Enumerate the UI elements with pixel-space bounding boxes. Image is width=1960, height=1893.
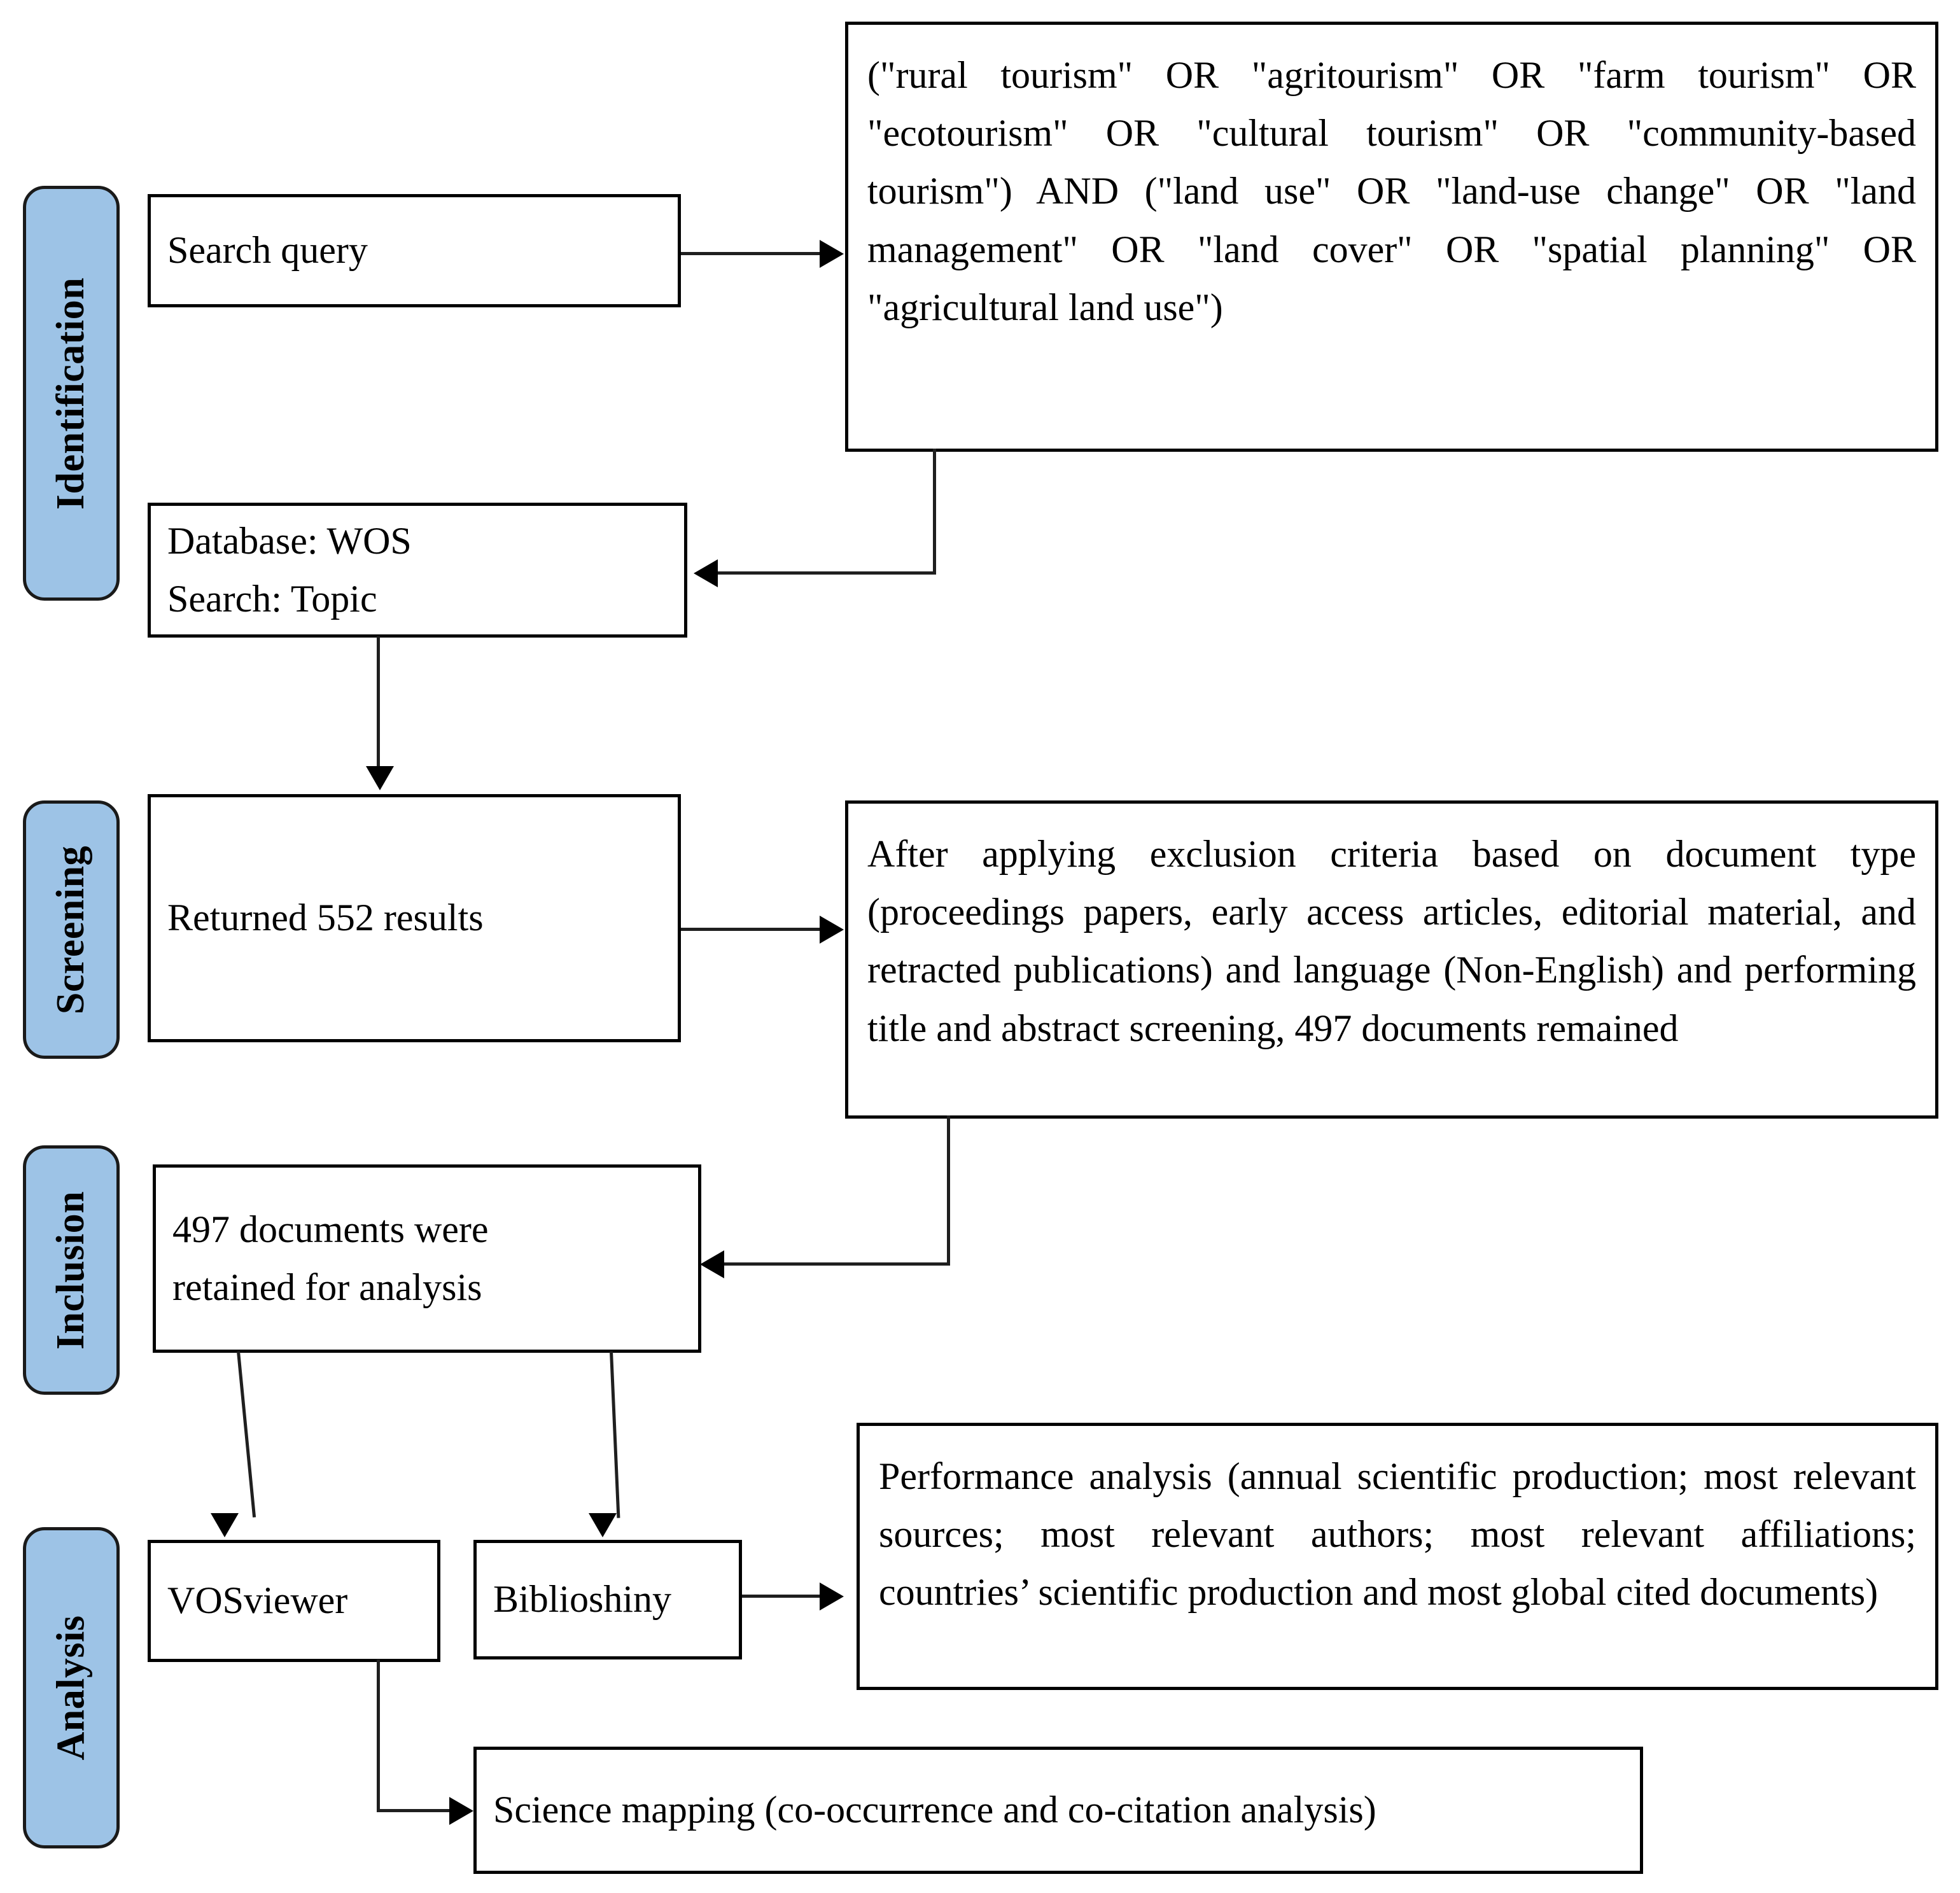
box-vosviewer[interactable]: VOSviewer: [148, 1540, 440, 1662]
arrowhead-to-exclusion-criteria: [820, 916, 844, 944]
arrowhead-to-returned-results: [366, 766, 394, 790]
stage-tab-screening-label: Screening: [49, 845, 93, 1014]
box-database-text: Database: WOS Search: Topic: [151, 512, 684, 628]
stage-tab-identification[interactable]: Identification: [23, 186, 120, 601]
box-search-query-label: Search query: [167, 229, 368, 272]
box-search-query[interactable]: Search query: [148, 194, 681, 307]
arrowhead-to-database: [694, 559, 718, 587]
arrowhead-to-biblioshiny: [589, 1513, 617, 1537]
arrowhead-to-vosviewer: [211, 1513, 239, 1537]
box-returned-results-label: Returned 552 results: [167, 897, 484, 939]
box-database-line2: Search: Topic: [167, 578, 377, 620]
box-performance-analysis-text: Performance analysis (annual scientific …: [879, 1455, 1916, 1614]
box-retained-documents[interactable]: 497 documents were retained for analysis: [153, 1164, 701, 1353]
arrowhead-to-performance-analysis: [820, 1582, 844, 1610]
box-performance-analysis[interactable]: Performance analysis (annual scientific …: [857, 1423, 1938, 1690]
connector-vosviewer-down: [377, 1659, 380, 1812]
connector-query-string-to-database: [718, 571, 936, 575]
connector-database-to-returned-results: [377, 636, 380, 769]
box-database[interactable]: Database: WOS Search: Topic: [148, 503, 687, 638]
stage-tab-screening[interactable]: Screening: [23, 800, 120, 1059]
arrowhead-to-science-mapping: [449, 1797, 473, 1825]
stage-tab-identification-label: Identification: [49, 277, 93, 510]
box-retained-documents-line2: retained for analysis: [172, 1266, 482, 1308]
connector-retained-to-biblioshiny: [610, 1351, 620, 1518]
box-biblioshiny-label: Biblioshiny: [493, 1578, 672, 1621]
connector-exclusion-to-retained: [724, 1262, 950, 1266]
box-science-mapping-label: Science mapping (co-occurrence and co-ci…: [493, 1789, 1376, 1831]
arrowhead-to-retained-documents: [700, 1250, 724, 1278]
box-query-string-text: ("rural tourism" OR "agritourism" OR "fa…: [867, 54, 1916, 328]
box-exclusion-criteria-text: After applying exclusion criteria based …: [867, 833, 1916, 1049]
connector-retained-to-vosviewer: [237, 1351, 256, 1518]
stage-tab-inclusion[interactable]: Inclusion: [23, 1145, 120, 1395]
box-database-line1: Database: WOS: [167, 519, 412, 562]
stage-tab-analysis[interactable]: Analysis: [23, 1527, 120, 1848]
stage-tab-inclusion-label: Inclusion: [49, 1191, 93, 1350]
box-retained-documents-text: 497 documents were retained for analysis: [156, 1201, 698, 1317]
stage-tab-analysis-label: Analysis: [49, 1615, 93, 1761]
connector-returned-results-to-exclusion: [681, 928, 822, 931]
box-retained-documents-line1: 497 documents were: [172, 1208, 489, 1250]
connector-exclusion-down: [947, 1115, 950, 1266]
connector-vosviewer-to-science-mapping: [377, 1809, 452, 1812]
connector-query-string-down: [933, 449, 936, 575]
box-exclusion-criteria[interactable]: After applying exclusion criteria based …: [845, 800, 1938, 1119]
connector-search-query-to-query-string: [681, 252, 822, 255]
box-biblioshiny[interactable]: Biblioshiny: [473, 1540, 742, 1659]
box-vosviewer-label: VOSviewer: [167, 1579, 348, 1622]
box-returned-results[interactable]: Returned 552 results: [148, 794, 681, 1042]
box-query-string[interactable]: ("rural tourism" OR "agritourism" OR "fa…: [845, 22, 1938, 452]
connector-biblioshiny-to-performance: [742, 1595, 822, 1598]
box-science-mapping[interactable]: Science mapping (co-occurrence and co-ci…: [473, 1747, 1643, 1874]
arrowhead-to-query-string: [820, 240, 844, 268]
